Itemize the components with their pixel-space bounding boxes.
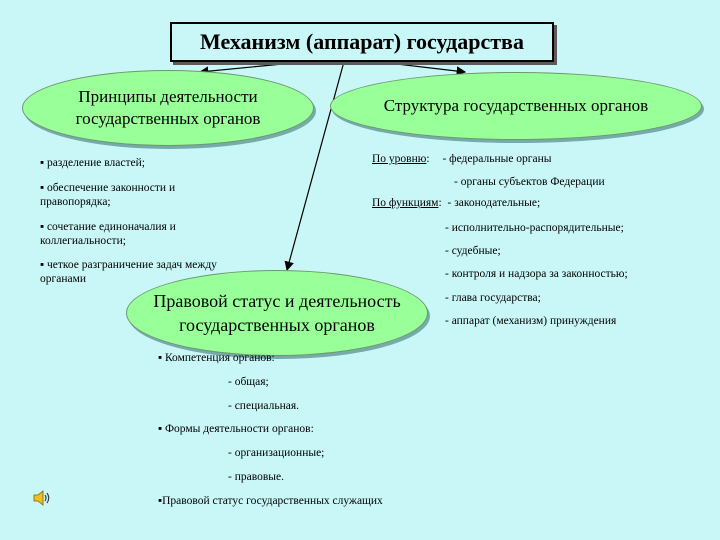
competence-general: - общая;: [228, 376, 269, 388]
forms-organizational: - организационные;: [228, 447, 325, 459]
status-title-line1: Правовой статус и деятельность: [153, 291, 401, 311]
principle-4-line2: органами: [40, 273, 87, 285]
by-level-colon: :: [426, 153, 430, 165]
by-function-item-6: - аппарат (механизм) принуждения: [445, 315, 617, 327]
title-text: Механизм (аппарат) государства: [200, 29, 524, 54]
principle-3-line2: коллегиальности;: [40, 235, 126, 247]
status-title-line2: государственных органов: [179, 315, 375, 335]
structure-title: Структура государственных органов: [383, 96, 649, 115]
by-function-item-2: - исполнительно-распорядительные;: [445, 222, 624, 234]
by-function-item-3: - судебные;: [445, 245, 501, 257]
forms-legal: - правовые.: [228, 471, 284, 483]
by-function-colon: :: [438, 197, 442, 209]
structure-ellipse: Структура государственных органов: [330, 72, 702, 140]
principle-1: ▪ разделение властей;: [40, 157, 145, 169]
competence-special: - специальная.: [228, 400, 299, 412]
by-function-item-4: - контроля и надзора за законностью;: [445, 268, 628, 280]
by-level-label: По уровню: [372, 153, 427, 165]
status-ellipse: Правовой статус и деятельность государст…: [126, 270, 428, 356]
by-function-row: По функциям: - законодательные;: [372, 196, 540, 210]
principle-4-line1: ▪ четкое разграничение задач между: [40, 259, 217, 271]
by-function-label: По функциям: [372, 197, 439, 209]
by-function-item-1: - законодательные;: [447, 197, 541, 209]
principle-3-line1: ▪ сочетание единоначалия и: [40, 221, 176, 233]
by-level-item-2: - органы субъектов Федерации: [454, 176, 605, 188]
principle-2-line1: ▪ обеспечение законности и: [40, 182, 176, 194]
status-servants: ▪Правовой статус государственных служащи…: [158, 495, 383, 507]
by-level-item-1: - федеральные органы: [442, 153, 552, 165]
status-competence: ▪ Компетенция органов:: [158, 352, 275, 364]
diagram-title: Механизм (аппарат) государства: [170, 22, 554, 62]
principles-title-line2: государственных органов: [75, 109, 261, 128]
principle-2-line2: правопорядка;: [40, 196, 111, 208]
status-forms: ▪ Формы деятельности органов:: [158, 423, 314, 435]
by-level-row: По уровню: - федеральные органы: [372, 152, 552, 166]
speaker-icon[interactable]: [32, 488, 52, 508]
principles-title-line1: Принципы деятельности: [78, 87, 258, 106]
by-function-item-5: - глава государства;: [445, 292, 541, 304]
principles-ellipse: Принципы деятельности государственных ор…: [22, 70, 314, 146]
